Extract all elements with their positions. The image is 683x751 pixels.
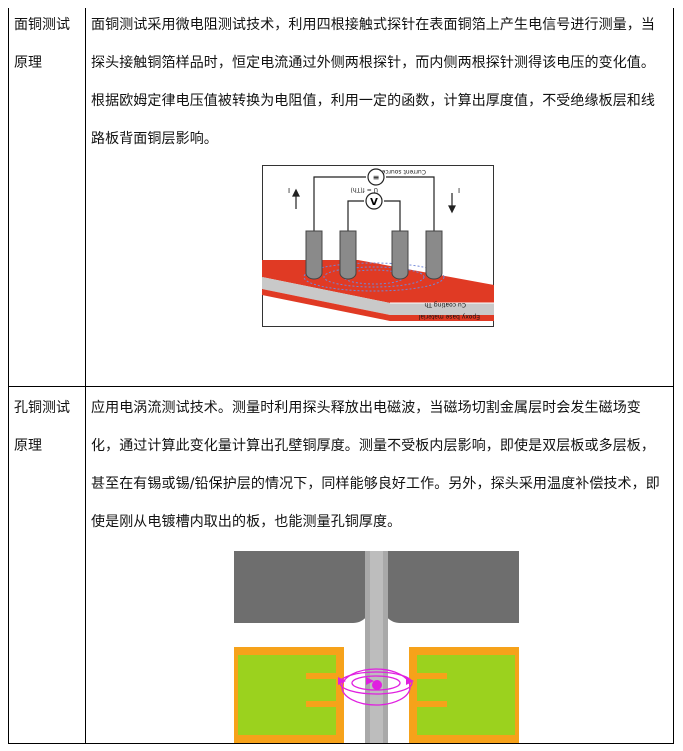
current-source-label: Current source	[381, 168, 426, 175]
voltmeter-symbol	[365, 192, 383, 210]
current-source-symbol	[367, 168, 385, 186]
pcb-right-section	[409, 647, 519, 743]
arrow-down-icon	[448, 205, 456, 214]
svg-text:≡: ≡	[373, 173, 380, 182]
row-label-line: 原理	[14, 438, 42, 454]
eddy-current-center	[372, 680, 382, 690]
eddy-current-probe-diagram	[234, 551, 519, 743]
formula-label: U = f(Th)	[351, 186, 379, 193]
table-column-divider	[85, 8, 86, 744]
layer-label-epoxy: Epoxy base material	[418, 313, 480, 320]
row-label-hole-copper: 孔铜测试 原理	[14, 389, 80, 465]
table-border-right	[673, 8, 674, 744]
row-description-surface-copper: 面铜测试采用微电阻测试技术，利用四根接触式探针在表面铜箔上产生电信号进行测量，当…	[91, 17, 655, 147]
probe-body	[234, 551, 519, 623]
table-row-divider	[8, 386, 674, 387]
table-border-bottom	[8, 743, 674, 744]
layer-label-copper: Cu coating Th	[424, 301, 466, 308]
row-description-hole-copper: 应用电涡流测试技术。测量时利用探头释放出电磁波，当磁场切割金属层时会发生磁场变化…	[91, 400, 660, 530]
row-label-line: 孔铜测试	[14, 400, 70, 416]
field-arrows	[338, 677, 414, 685]
four-point-probe-diagram: ≡ Current source U = f(Th) V I I Cu coat…	[262, 165, 494, 327]
pcb-left-section	[234, 647, 344, 743]
current-label-left: I	[288, 187, 290, 195]
row-label-surface-copper: 面铜测试 原理	[14, 6, 80, 82]
current-label-right: I	[458, 187, 460, 195]
probe-pins	[305, 230, 443, 280]
table-border-left	[8, 8, 9, 744]
svg-text:V: V	[370, 197, 378, 208]
row-label-line: 面铜测试	[14, 17, 70, 33]
row-label-line: 原理	[14, 55, 42, 71]
content-table	[8, 8, 674, 744]
arrow-up-icon	[292, 188, 300, 197]
epoxy-base-layer	[262, 277, 494, 315]
